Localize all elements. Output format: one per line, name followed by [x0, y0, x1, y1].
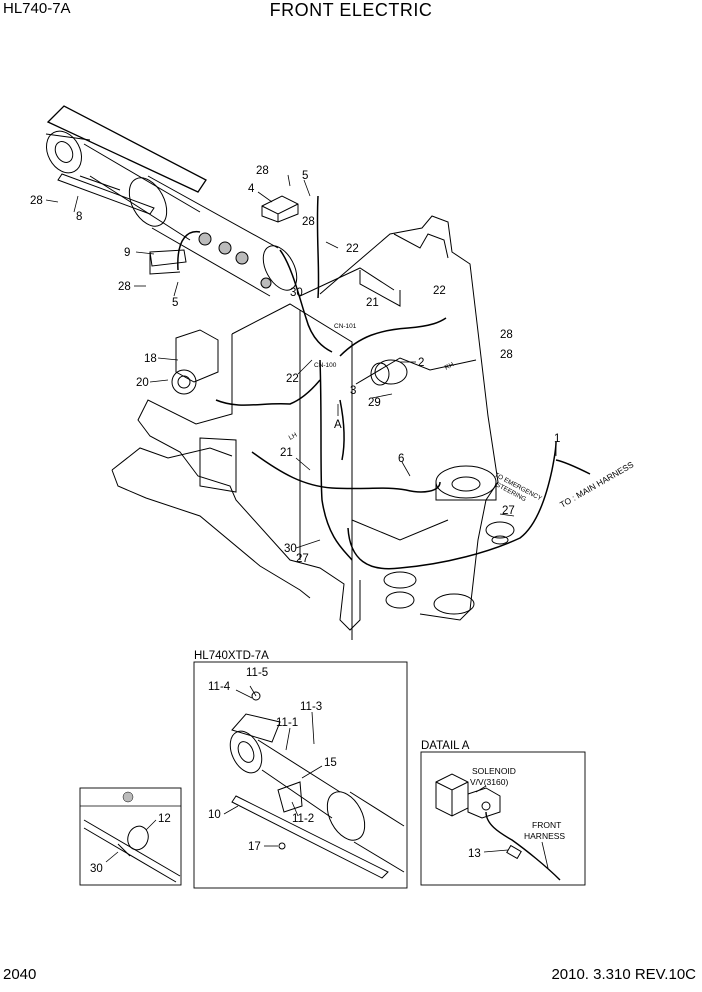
- callout: 20: [136, 377, 149, 389]
- inset-detail-a-frame: [420, 751, 586, 886]
- callout: 10: [208, 809, 221, 821]
- callout: 11-4: [208, 681, 231, 693]
- leader-lines: [45, 174, 557, 549]
- connector-labels: CN-101 CN-100 RH LH: [288, 323, 456, 442]
- inset-xtd-frame: [193, 661, 408, 889]
- callout: 30: [90, 863, 103, 875]
- wire-harness: [177, 195, 591, 570]
- callout: 30: [290, 287, 303, 299]
- callout: 30: [284, 543, 297, 555]
- cn101-label: CN-101: [334, 323, 357, 330]
- rh-label: RH: [444, 361, 456, 372]
- bolt-icon: [122, 791, 134, 803]
- callout: 5: [172, 297, 178, 309]
- callout: 22: [286, 373, 299, 385]
- callout: 28: [500, 349, 513, 361]
- callout: 27: [296, 553, 309, 565]
- inset-xtd-title: HL740XTD-7A: [194, 650, 269, 662]
- callout: 11-1: [276, 717, 298, 729]
- callout: 15: [324, 757, 337, 769]
- front-harness-label: FRONT: [532, 820, 561, 830]
- lh-label: LH: [288, 432, 299, 442]
- callout: 28: [118, 281, 131, 293]
- callout: 8: [76, 211, 82, 223]
- cn100-label: CN-100: [314, 362, 337, 369]
- callout: 28: [302, 216, 315, 228]
- callout: 28: [30, 195, 43, 207]
- callout: 6: [398, 453, 404, 465]
- callout: 2: [418, 357, 424, 369]
- solenoid-label: SOLENOID: [472, 766, 516, 776]
- callout: 18: [144, 353, 157, 365]
- callout: 13: [468, 848, 481, 860]
- callout: 4: [248, 183, 255, 195]
- callout: A: [334, 419, 342, 431]
- inset-xtd-callouts: 11-5 11-4 11-3 11-1 15 10 11-2 17: [208, 667, 337, 853]
- callout: 28: [500, 329, 513, 341]
- callout: 9: [124, 247, 130, 259]
- callout: 17: [248, 841, 261, 853]
- callout: 3: [350, 385, 356, 397]
- solenoid-drawing: [435, 773, 561, 881]
- to-main-harness-annotation: TO : MAIN HARNESS: [558, 459, 636, 510]
- to-emergency-annotation: TO EMERGENCY STEERING: [493, 472, 543, 504]
- inset-xtd-drawing: [229, 691, 405, 879]
- callout: 22: [433, 285, 446, 297]
- model-label: HL740-7A: [3, 0, 71, 17]
- callout: 21: [366, 297, 379, 309]
- revision-label: 2010. 3.310 REV.10C: [551, 966, 696, 983]
- callout: 5: [302, 170, 308, 182]
- machine-frame-drawing: [45, 105, 515, 640]
- callout: 11-2: [292, 813, 314, 825]
- cable-tie-drawing: [83, 819, 181, 883]
- page-number: 2040: [3, 966, 37, 983]
- main-callouts: 28 5 4 28 22 28 8 9 28 5 30 21 22 28 28 …: [30, 165, 560, 565]
- inset-small-callouts: 12 30: [90, 813, 171, 875]
- callout: 1: [554, 433, 560, 445]
- inset-detail-a-title: DATAIL A: [421, 740, 470, 752]
- front-harness-label-2: HARNESS: [524, 831, 565, 841]
- detail-a-labels: SOLENOID V/V(3160) FRONT HARNESS 13: [468, 766, 565, 860]
- callout: 28: [256, 165, 269, 177]
- callout: 29: [368, 397, 381, 409]
- callout: 11-5: [246, 667, 268, 679]
- callout: 27: [502, 505, 515, 517]
- callout: 12: [158, 813, 171, 825]
- page-title: FRONT ELECTRIC: [269, 0, 433, 20]
- callout: 22: [346, 243, 359, 255]
- inset-small-frame: [79, 787, 182, 886]
- callout: 21: [280, 447, 293, 459]
- callout: 11-3: [300, 701, 322, 713]
- solenoid-label-2: V/V(3160): [470, 777, 508, 787]
